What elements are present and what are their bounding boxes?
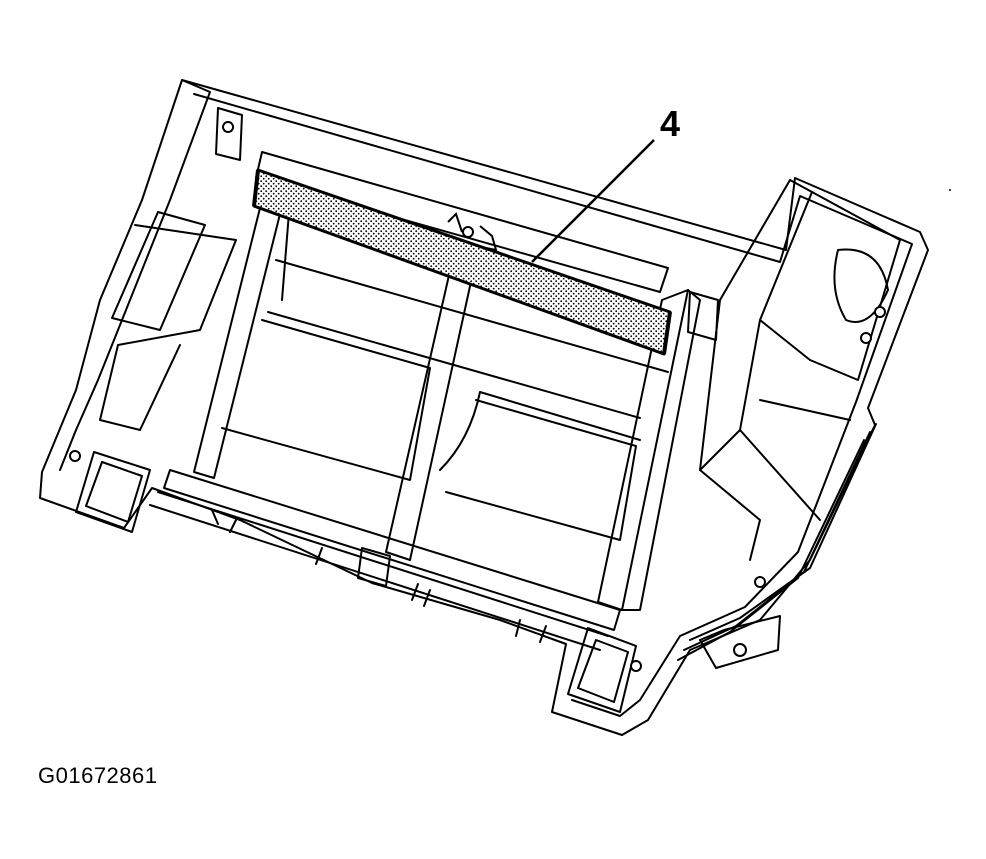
right-corner-pocket [833,248,889,323]
left-screw [69,450,81,462]
right-foot-block [567,627,637,713]
frame-post-left [193,199,283,479]
front-rail-lower [149,491,609,651]
frame-post-middle [385,261,475,561]
screw-boss-right-2 [860,332,872,344]
right-wall-rib [699,399,851,561]
filter-edge [252,169,672,355]
frame-post-right-2 [621,289,701,611]
left-foot-block [75,451,151,533]
housing-inner-rim [193,93,913,717]
left-inner-ledge [111,211,206,331]
screw-boss-right-1 [874,306,886,318]
pan-left [221,319,431,481]
front-rail [163,469,621,631]
right-wall-inner [759,191,901,381]
callout-leader [531,139,655,263]
right-post [687,291,719,341]
right-foot-tab [699,615,781,669]
centre-clip [357,547,391,587]
figure-id: G01672861 [38,763,158,788]
left-post [215,107,243,161]
right-screw [733,643,747,657]
screw-boss-bottom [754,576,766,588]
bottom-hooks [211,509,547,643]
left-wall-rib [99,224,237,431]
callout-label: 4 [660,103,680,144]
pan-right [445,399,637,541]
screw-boss-top [462,226,474,238]
filter-tabs [447,212,498,252]
screw-boss-foot [630,660,642,672]
stray-mark [949,189,951,191]
pan-right-curve [439,391,641,471]
housing-outer-rim [39,79,929,736]
left-wall-face [59,79,211,471]
